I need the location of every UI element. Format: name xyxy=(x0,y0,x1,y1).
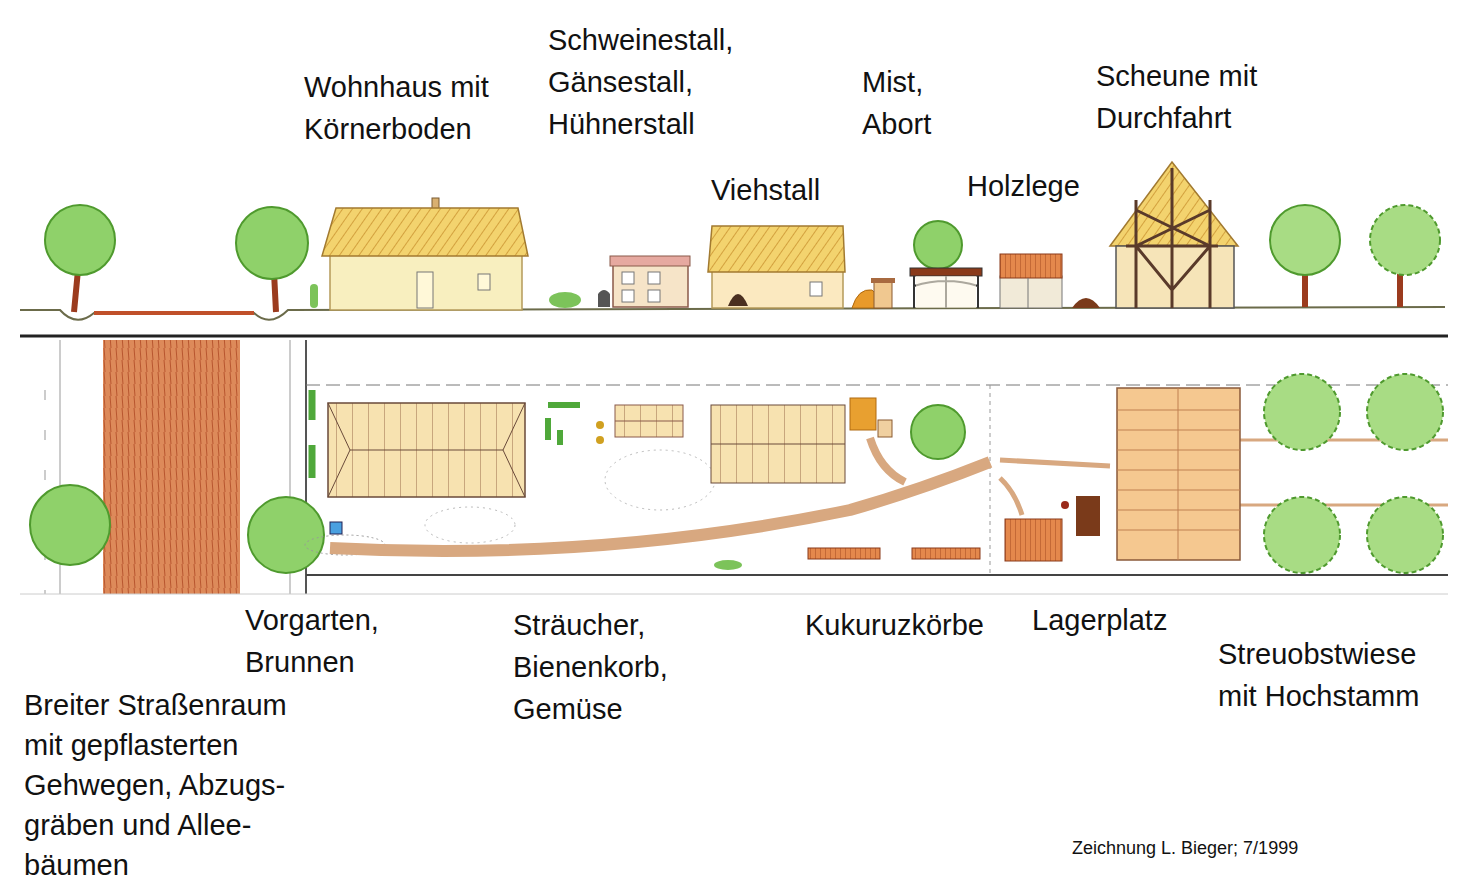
timber-frame xyxy=(1126,168,1218,308)
house-wall xyxy=(330,254,522,310)
tree-crown xyxy=(45,205,115,275)
chopping-block xyxy=(1061,501,1069,509)
tree-plan xyxy=(911,405,965,459)
orchard-tree xyxy=(1367,374,1443,450)
window xyxy=(622,272,634,284)
tree-crown xyxy=(236,207,308,279)
part-label: Mist, Abort xyxy=(862,61,962,145)
part-label: Sträucher, Bienenkorb, Gemüse xyxy=(513,604,718,730)
tree-crown xyxy=(1270,205,1340,275)
roof-ridge xyxy=(711,444,845,445)
barn-elevation xyxy=(1110,162,1238,308)
cowshed-elevation xyxy=(708,226,845,308)
part-label: Vorgarten, Brunnen xyxy=(245,599,417,683)
woodshed-wall xyxy=(1000,276,1062,308)
orchard-tree xyxy=(1367,497,1443,573)
shrub xyxy=(310,284,318,308)
orchard-tree xyxy=(1264,497,1340,573)
beehive xyxy=(598,290,610,307)
pigsty-plan xyxy=(615,405,683,437)
part-label: Breiter Straßenraum mit gepflasterten Ge… xyxy=(24,685,324,885)
door-line xyxy=(1028,278,1029,308)
thatched-roof xyxy=(322,208,528,256)
part-label: Holzlege xyxy=(967,165,1080,207)
corn-crib xyxy=(912,548,980,559)
barn-gable xyxy=(1110,162,1238,246)
pigsty-wall xyxy=(613,262,688,307)
plot-plan xyxy=(305,374,1448,575)
road-surface xyxy=(103,340,240,594)
garden-bed xyxy=(605,450,715,510)
window xyxy=(648,272,660,284)
corn-crib xyxy=(808,548,880,559)
cowshed-plan xyxy=(711,405,845,483)
window xyxy=(478,274,490,290)
yard-divider xyxy=(990,385,991,575)
window xyxy=(648,290,660,302)
shelter-inside xyxy=(916,276,976,308)
part-label: Streuobstwiese mit Hochstamm xyxy=(1218,633,1454,717)
plan-bottom xyxy=(20,594,1448,595)
elevation-trees xyxy=(45,205,1440,312)
privy-roof xyxy=(871,278,895,283)
door-opening xyxy=(728,294,748,306)
part-label: Scheune mit Durchfahrt xyxy=(1096,55,1296,139)
orchard-tree xyxy=(1264,374,1340,450)
barn-wall xyxy=(1116,246,1234,308)
front-hedge xyxy=(309,390,316,478)
barn-plan xyxy=(1117,388,1240,560)
plot-boundary xyxy=(306,574,1448,576)
tree-plan xyxy=(248,497,324,573)
shelter-frame xyxy=(914,276,978,308)
wood-pile xyxy=(1072,298,1100,308)
drawing-credit: Zeichnung L. Bieger; 7/1999 xyxy=(1072,837,1298,859)
part-label: Wohnhaus mit Körnerboden xyxy=(304,66,526,150)
woodshed-elevation xyxy=(1000,254,1100,308)
shrub xyxy=(714,560,742,570)
shrub-row xyxy=(548,405,580,445)
orchard-path xyxy=(1240,440,1448,505)
window xyxy=(622,290,634,302)
tree-crown xyxy=(914,221,962,269)
section-divider xyxy=(20,335,1448,338)
dung-heap-plan xyxy=(850,398,876,430)
woodshed-roof xyxy=(1000,254,1062,278)
garden-bed xyxy=(425,507,515,543)
wood-stack xyxy=(1076,496,1100,536)
part-label: Viehstall xyxy=(711,169,820,211)
beehive-plan xyxy=(596,436,604,444)
privy xyxy=(874,282,892,308)
roof-ridge xyxy=(615,421,683,422)
beehive-plan xyxy=(596,421,604,429)
pigsty-elevation xyxy=(549,256,690,308)
house-roof-plan xyxy=(328,403,525,497)
window xyxy=(810,282,822,296)
street-plan xyxy=(20,340,1448,594)
tree-crown xyxy=(1370,205,1440,275)
dung-privy-elevation xyxy=(852,221,982,308)
part-label: Lagerplatz xyxy=(1032,599,1167,641)
privy-plan xyxy=(878,420,892,437)
barn-roof-grid xyxy=(1117,388,1240,560)
street-edge xyxy=(45,390,46,594)
ground-line xyxy=(20,307,1445,320)
elevation-ground xyxy=(20,307,1448,336)
yard-path xyxy=(870,438,905,482)
thatched-roof xyxy=(708,226,845,272)
tree-plan xyxy=(30,485,110,565)
road-profile xyxy=(94,311,254,315)
house-elevation xyxy=(322,198,528,310)
part-label: Kukuruzkörbe xyxy=(805,604,984,646)
pigsty-roof xyxy=(610,256,690,266)
shelter-roof xyxy=(910,268,982,276)
shrub xyxy=(549,292,581,308)
door xyxy=(417,272,433,308)
cowshed-wall xyxy=(712,268,843,308)
well xyxy=(330,522,342,534)
storage-pile xyxy=(1005,519,1062,561)
roof-hip-lines xyxy=(328,403,525,497)
part-label: Schweinestall, Gänsestall, Hühnerstall xyxy=(548,19,780,145)
